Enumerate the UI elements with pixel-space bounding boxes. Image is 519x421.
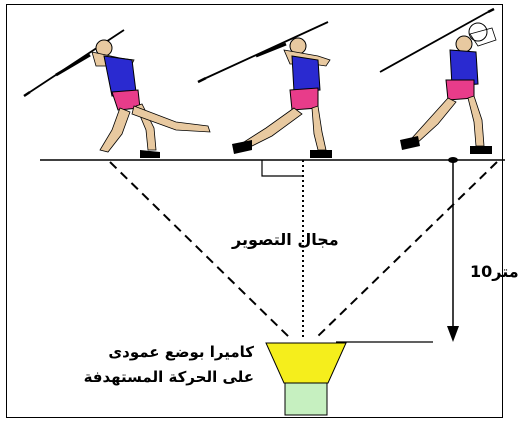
diagram-canvas: مجال التصوير 10متر كاميرا بوضع عمودى على… xyxy=(6,4,519,418)
camera-label-line1: كاميرا بوضع عمودى xyxy=(108,343,254,361)
fov-left-line xyxy=(109,161,291,339)
field-of-view-label: مجال التصوير xyxy=(232,230,339,249)
camera-lens xyxy=(265,342,347,384)
athlete-figure-3 xyxy=(379,7,497,154)
athlete-figure-1 xyxy=(23,29,211,158)
camera-label-line2: على الحركة المستهدفة xyxy=(83,368,254,386)
center-bracket xyxy=(261,160,303,177)
distance-arrow-top xyxy=(448,157,458,163)
distance-arrow-head xyxy=(447,326,459,342)
distance-label: 10متر xyxy=(470,262,519,281)
diagram-frame xyxy=(6,4,503,418)
athlete-figure-2 xyxy=(197,21,332,158)
camera-body xyxy=(284,382,328,416)
fov-right-line xyxy=(315,161,498,339)
diagram-svg xyxy=(23,7,505,416)
